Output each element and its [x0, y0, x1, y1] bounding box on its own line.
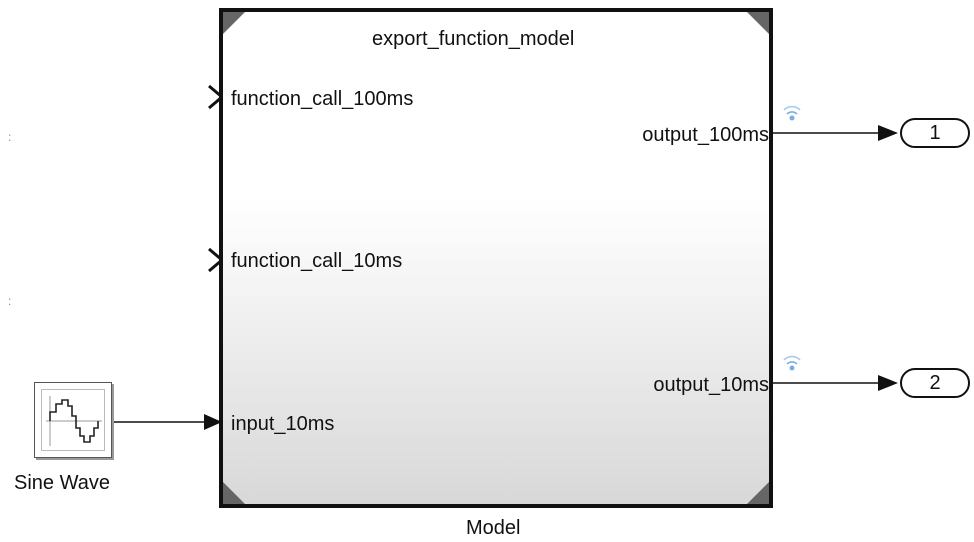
input-port-function-call-10ms: function_call_10ms [231, 250, 403, 272]
model-block-name: Model [466, 517, 521, 539]
signal-logging-icon[interactable] [780, 350, 804, 374]
left-edge-mark: : [8, 294, 12, 308]
corner-top-right-icon [747, 12, 769, 34]
outport-2-arrow-icon [878, 375, 898, 391]
output-port-output-10ms: output_10ms [653, 374, 769, 396]
outport-1-block[interactable]: 1 [900, 118, 970, 148]
sine-wave-block-name: Sine Wave [14, 472, 110, 494]
input-port-input-10ms: input_10ms [231, 413, 335, 435]
input-10ms-arrow-icon [204, 414, 222, 430]
outport-1-arrow-icon [878, 125, 898, 141]
outport-2-block[interactable]: 2 [900, 368, 970, 398]
sine-wave-block-frame [41, 389, 105, 451]
corner-bottom-right-icon [747, 482, 769, 504]
left-edge-mark: : [8, 130, 12, 144]
corner-bottom-left-icon [223, 482, 245, 504]
sine-wave-icon [46, 396, 102, 446]
output-port-output-100ms: output_100ms [642, 124, 769, 146]
model-block-corners [223, 12, 769, 504]
sine-wave-block[interactable] [34, 382, 112, 458]
input-port-function-call-100ms: function_call_100ms [231, 88, 414, 110]
signal-logging-icon[interactable] [780, 100, 804, 124]
model-reference-block[interactable] [219, 8, 773, 508]
corner-top-left-icon [223, 12, 245, 34]
model-block-title: export_function_model [372, 28, 575, 50]
